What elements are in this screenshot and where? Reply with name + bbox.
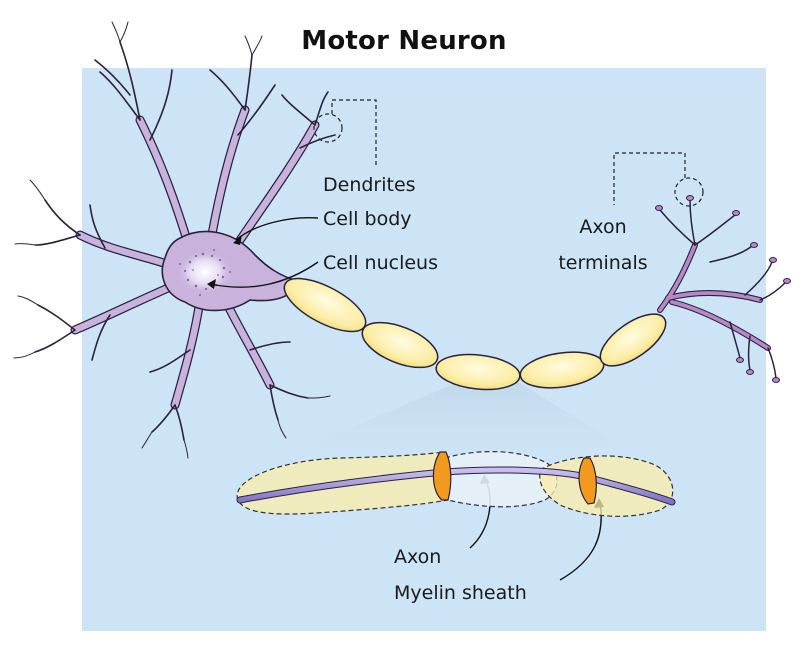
cell-nucleus xyxy=(177,250,233,294)
diagram-title: Motor Neuron xyxy=(301,26,507,56)
axon-terminals xyxy=(655,195,791,383)
label-axon: Axon xyxy=(394,546,442,568)
detail-node-right xyxy=(578,457,597,505)
dendrite-callout-circle xyxy=(313,113,343,143)
callout-lines xyxy=(313,99,704,207)
zoom-funnel xyxy=(250,374,660,470)
detail-node-left xyxy=(432,451,452,501)
axon-detail xyxy=(236,451,676,517)
myelin-segment xyxy=(361,321,439,369)
label-axon-terminals-2: terminals xyxy=(558,252,648,274)
label-axon-terminals-1: Axon xyxy=(579,216,627,238)
dendrites xyxy=(13,21,336,459)
label-cell-nucleus: Cell nucleus xyxy=(323,252,438,274)
label-dendrites: Dendrites xyxy=(323,174,416,196)
label-myelin-sheath: Myelin sheath xyxy=(394,582,527,604)
myelin-segment xyxy=(599,313,667,367)
nucleus-speckles xyxy=(179,249,231,296)
terminal-callout-circle xyxy=(674,177,704,207)
label-cell-body: Cell body xyxy=(323,208,412,230)
axon-myelin xyxy=(283,277,667,391)
